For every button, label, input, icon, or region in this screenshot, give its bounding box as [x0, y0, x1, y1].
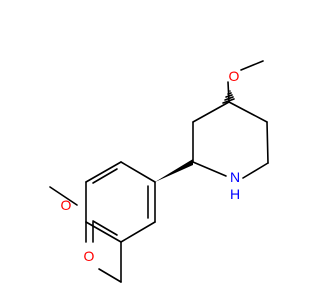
bond-ester-o-methyl — [49, 186, 78, 206]
hashed-wedge-bond — [222, 90, 235, 104]
solid-wedge-bond — [155, 159, 193, 182]
amine-nitrogen-label: N — [230, 169, 240, 185]
bond-ar3-ar4 — [85, 221, 122, 243]
aromatic-inner-bond — [92, 168, 118, 184]
bond-n-c2 — [192, 161, 227, 177]
bond-c6-n — [242, 162, 269, 179]
bond-ar2-ar3 — [120, 221, 156, 243]
molecule-drawing: O N H O O — [49, 60, 269, 283]
bond-c3-c4 — [192, 101, 230, 123]
bond-ar5-ar6 — [85, 161, 122, 183]
structure-canvas: O N H O O — [49, 60, 269, 283]
bond-methyl-methoxy-o — [240, 60, 264, 71]
bond-c5-c6 — [266, 121, 269, 164]
bond-carbonyl-c-ester-o — [98, 268, 122, 283]
aromatic-inner-bond — [92, 220, 118, 236]
bond-c4-c5 — [228, 101, 268, 123]
carbonyl-oxygen-label: O — [84, 248, 95, 264]
methoxy-oxygen-label: O — [229, 68, 240, 84]
amine-hydrogen-label: H — [230, 186, 240, 202]
bond-ar6-ar1 — [120, 161, 156, 183]
ester-oxygen-label: O — [61, 197, 72, 213]
